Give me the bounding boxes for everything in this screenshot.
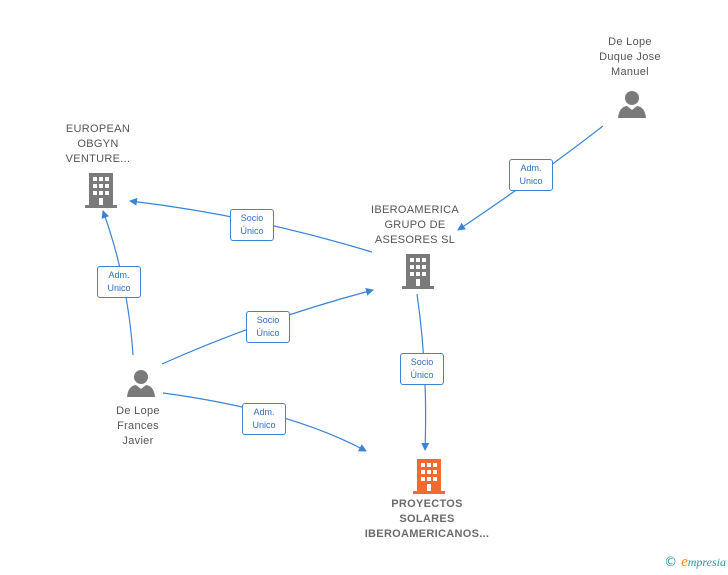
building-icon xyxy=(402,254,434,289)
person-icon xyxy=(127,370,155,397)
empresia-logo[interactable]: ©empresia xyxy=(664,554,726,570)
edge-label-frances-to-ibero: Socio Único xyxy=(246,311,290,343)
node-label-iberoamerica[interactable]: IBEROAMERICA GRUPO DE ASESORES SL xyxy=(371,204,459,246)
edge-label-ibero-to-proyectos: Socio Único xyxy=(400,353,444,385)
node-label-european[interactable]: EUROPEAN OBGYN VENTURE... xyxy=(65,123,131,165)
edge-label-duque-to-ibero: Adm. Unico xyxy=(509,159,553,191)
edge-label-ibero-to-european: Socio Único xyxy=(230,209,274,241)
node-label-proyectos[interactable]: PROYECTOS SOLARES IBEROAMERICANOS... xyxy=(364,498,490,540)
building-icon-highlight xyxy=(413,459,445,494)
node-label-delope-frances[interactable]: De Lope Frances Javier xyxy=(116,405,160,447)
building-icon xyxy=(85,173,117,208)
person-icon xyxy=(618,91,646,118)
node-label-delope-duque[interactable]: De Lope Duque Jose Manuel xyxy=(599,36,661,78)
edge-label-frances-to-proyectos: Adm. Unico xyxy=(242,403,286,435)
copyright-icon: © xyxy=(664,555,678,570)
edge-label-frances-to-european: Adm. Unico xyxy=(97,266,141,298)
